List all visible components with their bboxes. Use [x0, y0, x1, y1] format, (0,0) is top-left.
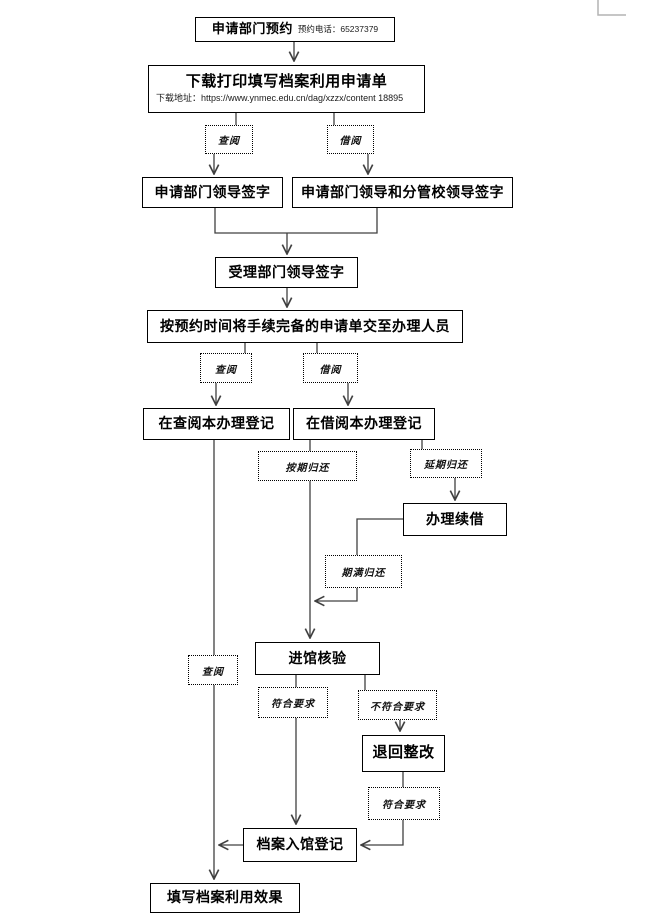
node-effect-label: 填写档案利用效果	[167, 889, 283, 906]
tag-read-2-label: 查阅	[215, 364, 237, 376]
tag-read-1-label: 查阅	[218, 136, 240, 147]
tag-borrow-1-label: 借阅	[339, 136, 362, 147]
node-register-borrow: 在借阅本办理登记	[293, 408, 435, 440]
node-accept-sign: 受理部门领导签字	[215, 257, 358, 288]
node-effect: 填写档案利用效果	[150, 883, 300, 913]
node-accept-sign-label: 受理部门领导签字	[228, 263, 345, 280]
tag-read-1: 查阅	[205, 125, 253, 154]
tag-not-meet-requirements-label: 不符合要求	[370, 701, 425, 713]
tag-expire-return-label: 期满归还	[341, 568, 386, 579]
node-reserve-label: 申请部门预约	[211, 21, 293, 37]
node-sign-dept-label: 申请部门领导签字	[154, 183, 271, 200]
tag-expire-return: 期满归还	[325, 555, 402, 588]
node-renew-label: 办理续借	[426, 510, 484, 527]
node-register-read-label: 在查阅本办理登记	[158, 415, 275, 432]
node-download-label: 下载打印填写档案利用申请单	[185, 73, 388, 91]
node-download-url: 下载地址：https://www.ynmec.edu.cn/dag/xzzx/c…	[156, 92, 404, 103]
node-register-borrow-label: 在借阅本办理登记	[306, 415, 422, 432]
node-rework-label: 退回整改	[372, 744, 435, 762]
tag-borrow-2-label: 借阅	[319, 364, 342, 376]
tag-read-2: 查阅	[200, 353, 252, 383]
node-entry-register: 档案入馆登记	[243, 828, 357, 862]
node-renew: 办理续借	[403, 503, 507, 536]
node-submit: 按预约时间将手续完备的申请单交至办理人员	[147, 310, 463, 343]
node-sign-dept-school-label: 申请部门领导和分管校领导签字	[301, 183, 504, 200]
node-reserve: 申请部门预约 预约电话：65237379	[195, 17, 395, 42]
node-download: 下载打印填写档案利用申请单 下载地址：https://www.ynmec.edu…	[148, 65, 425, 113]
node-check-label: 进馆核验	[288, 649, 347, 666]
tag-meet-requirements-1: 符合要求	[258, 687, 328, 718]
tag-read-3: 查阅	[188, 655, 238, 685]
tag-delay-return: 延期归还	[410, 449, 482, 478]
tag-meet-requirements-1-label: 符合要求	[271, 699, 315, 710]
tag-read-3-label: 查阅	[202, 666, 224, 678]
tag-borrow-1: 借阅	[327, 125, 374, 154]
node-submit-label: 按预约时间将手续完备的申请单交至办理人员	[160, 317, 450, 334]
node-entry-register-label: 档案入馆登记	[256, 836, 344, 853]
node-register-read: 在查阅本办理登记	[143, 408, 290, 440]
tag-on-time-return: 按期归还	[258, 451, 357, 481]
node-rework: 退回整改	[362, 735, 445, 772]
tag-borrow-2: 借阅	[303, 353, 358, 383]
page-corner-mark	[597, 0, 626, 16]
tag-meet-requirements-2: 符合要求	[368, 787, 440, 820]
node-reserve-phone: 预约电话：65237379	[297, 23, 379, 34]
node-sign-dept-school: 申请部门领导和分管校领导签字	[292, 177, 513, 208]
tag-not-meet-requirements: 不符合要求	[358, 690, 437, 720]
tag-meet-requirements-2-label: 符合要求	[382, 800, 426, 811]
tag-on-time-return-label: 按期归还	[285, 462, 330, 474]
node-check: 进馆核验	[255, 642, 380, 675]
tag-delay-return-label: 延期归还	[424, 460, 468, 471]
node-sign-dept: 申请部门领导签字	[142, 177, 283, 208]
